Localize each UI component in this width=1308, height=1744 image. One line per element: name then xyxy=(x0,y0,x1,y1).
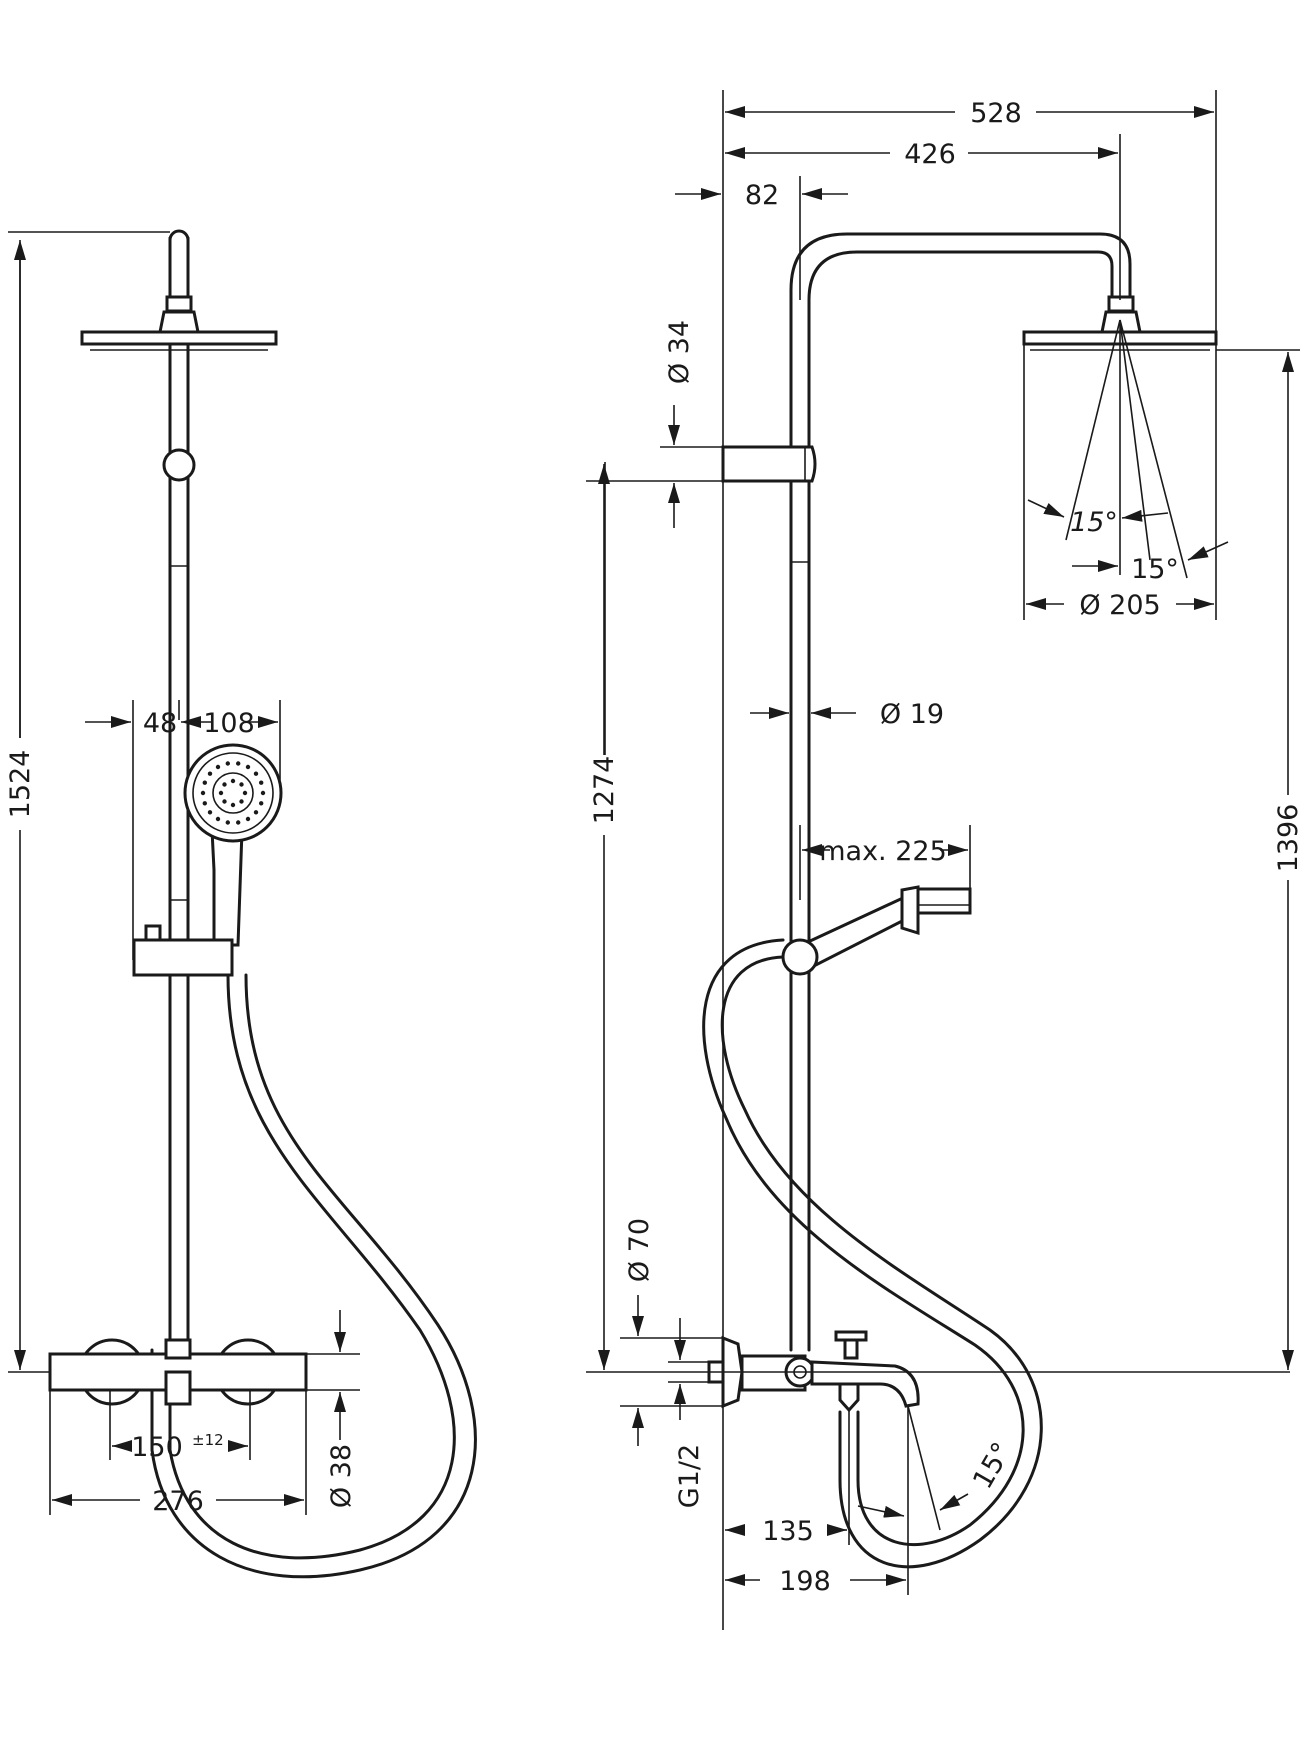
spray-nozzle-dot xyxy=(236,761,241,766)
dim-overhead-width-label: 528 xyxy=(970,98,1022,129)
dim-spout-angle-label: 15° xyxy=(967,1437,1018,1494)
spray-nozzle-dot xyxy=(259,801,264,806)
side-spray-angle-lines xyxy=(1065,319,1188,579)
dim-spout-reach-short-label: 135 xyxy=(762,1516,814,1547)
dim-hand-shower-offset-label: 48 xyxy=(143,708,177,739)
spray-nozzle-dot xyxy=(207,771,213,776)
dim-wall-to-rail-label: 82 xyxy=(745,180,779,211)
dim-arm-reach-label: 426 xyxy=(904,139,956,170)
dim-head-diameter-label: Ø 205 xyxy=(1079,590,1160,621)
dim-mixer-body: Ø 38 xyxy=(306,1310,360,1508)
spray-nozzle-dot xyxy=(245,816,251,822)
dim-slider-diameter-label: Ø 34 xyxy=(664,320,695,384)
spray-nozzle-dot xyxy=(260,790,266,796)
dim-hand-shower-reach-label: max. 225 xyxy=(819,836,947,867)
spray-nozzle-dot xyxy=(215,764,221,770)
dim-connection-thread-label: G1/2 xyxy=(674,1444,705,1508)
dim-hand-shower-diameter-label: 108 xyxy=(203,708,255,739)
spray-nozzle-dot xyxy=(222,782,227,787)
spray-nozzle-dot xyxy=(230,802,236,808)
spray-nozzle-dot xyxy=(225,820,230,825)
side-mixer xyxy=(707,1330,920,1413)
spray-nozzle-dot xyxy=(202,780,207,785)
dim-hand-shower: 48 108 xyxy=(85,700,281,960)
dim-head-tilt-left-label: 15° xyxy=(1070,507,1118,538)
dim-total-height-label: 1524 xyxy=(5,750,36,819)
spray-nozzle-dot xyxy=(239,782,244,787)
dim-mixer-width: 276 xyxy=(49,1390,307,1517)
spray-nozzle-dot xyxy=(253,810,259,815)
side-slider-holder xyxy=(721,445,817,483)
front-thermostat-mixer xyxy=(48,1338,308,1410)
dim-slider-height: 1274 xyxy=(586,462,1290,1373)
dim-overhead-width: 528 xyxy=(722,90,1217,1630)
dim-spout-reach-short: 135 xyxy=(725,1410,850,1547)
dim-head-tilt-right-label: 15° xyxy=(1131,554,1179,585)
spray-nozzle-dot xyxy=(200,790,206,796)
spray-nozzle-dot xyxy=(242,790,248,796)
spray-nozzle-dot xyxy=(222,799,227,804)
spray-nozzle-dot xyxy=(215,816,221,822)
spray-nozzle-dot xyxy=(245,764,251,770)
dim-rail-diameter-label: Ø 19 xyxy=(880,699,944,730)
dim-head-tilt-left: 15° xyxy=(1027,499,1169,538)
front-rain-shower-head xyxy=(80,295,278,351)
dim-slider-height-label: 1274 xyxy=(589,756,620,825)
spray-nozzle-dot xyxy=(225,761,230,766)
dim-slider-diameter: Ø 34 xyxy=(586,320,723,528)
dim-arm-reach: 426 xyxy=(725,134,1121,300)
side-hose xyxy=(702,938,1043,1569)
dim-spout-reach-long: 198 xyxy=(725,1406,909,1597)
side-view: 528 426 82 Ø 34 12 xyxy=(586,90,1304,1630)
dim-rail-diameter: Ø 19 xyxy=(750,699,944,730)
front-view: 1524 48 108 150 ±12 276 xyxy=(5,229,477,1579)
dim-hand-shower-reach: max. 225 xyxy=(799,825,971,900)
dim-head-tilt-right: 15° xyxy=(1072,541,1229,585)
dim-mixer-centres-label: 150 xyxy=(131,1432,183,1463)
dim-connection-thread: G1/2 xyxy=(668,1318,709,1508)
front-hose xyxy=(150,973,477,1579)
dim-spout-reach-long-label: 198 xyxy=(779,1566,831,1597)
side-riser-arm xyxy=(789,232,1132,1352)
dim-mixer-centres-tolerance: ±12 xyxy=(192,1431,224,1449)
dim-mixer-centres: 150 ±12 xyxy=(109,1410,251,1463)
spray-nozzle-dot xyxy=(239,799,244,804)
spray-nozzle-dot xyxy=(207,810,213,815)
dim-spout-angle: 15° xyxy=(857,1405,1018,1531)
spray-nozzle-dot xyxy=(253,771,259,776)
front-slider-holder xyxy=(132,924,234,977)
front-hand-shower xyxy=(183,743,283,947)
dim-head-height: 1396 xyxy=(1216,349,1304,1370)
dim-total-height: 1524 xyxy=(5,231,170,1373)
spray-nozzle-dot xyxy=(230,778,236,784)
front-rail-knob xyxy=(162,448,196,482)
dim-head-diameter: Ø 205 xyxy=(1023,344,1214,621)
spray-nozzle-dot xyxy=(202,801,207,806)
dim-wall-to-rail: 82 xyxy=(675,176,848,300)
dim-head-height-label: 1396 xyxy=(1273,804,1304,873)
dim-mixer-width-label: 276 xyxy=(152,1486,204,1517)
side-hand-shower xyxy=(781,885,972,976)
dim-mixer-body-label: Ø 38 xyxy=(326,1444,357,1508)
spray-nozzle-dot xyxy=(236,820,241,825)
dim-mixer-flange: Ø 70 xyxy=(620,1218,723,1446)
spray-nozzle-dot xyxy=(259,780,264,785)
spray-nozzle-dot xyxy=(218,790,224,796)
dim-mixer-flange-label: Ø 70 xyxy=(624,1218,655,1282)
